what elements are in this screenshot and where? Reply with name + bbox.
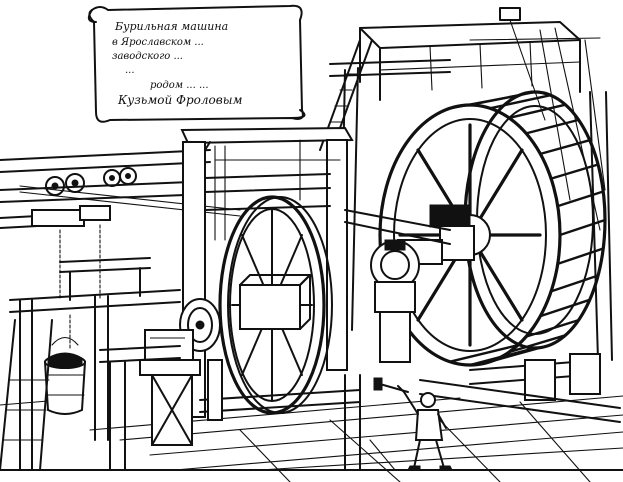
cartouche-line-1: Бурильная машина: [114, 20, 228, 33]
cartouche-line-5: родом ... ...: [150, 80, 209, 91]
wheel-paddle: [489, 94, 551, 110]
back-tower: [319, 7, 606, 331]
wheel-paddle: [489, 343, 551, 363]
cartouche-line-2: в Ярославском ...: [112, 37, 204, 48]
wheel-paddle: [557, 190, 604, 208]
worker-figure: [373, 377, 453, 471]
wheel-paddle: [550, 163, 599, 180]
wheel-paddle: [525, 318, 579, 338]
gear-pinion: [370, 239, 420, 363]
left-well-frame: [0, 224, 181, 471]
cartouche-inscription: Бурильная машина в Ярославском ... завод…: [112, 20, 243, 107]
main-axle: [139, 274, 311, 376]
title-cartouche: Бурильная машина в Ярославском ... завод…: [87, 4, 306, 123]
wheel-trough: [419, 91, 621, 423]
wheel-paddle: [540, 298, 591, 318]
water-wheel: [378, 90, 607, 367]
front-base: [99, 345, 361, 471]
wheel-paddle: [559, 218, 606, 237]
cartouche-line-3: заводского ...: [112, 51, 183, 62]
wheel-paddle: [508, 103, 566, 120]
wheel-paddle: [557, 247, 604, 266]
wheel-paddle: [550, 274, 599, 293]
wheel-paddle: [469, 346, 536, 367]
wheel-paddle: [508, 334, 566, 354]
wheel-paddle: [449, 343, 520, 363]
cartouche-line-4: ...: [125, 65, 135, 76]
wheel-paddle: [525, 118, 579, 135]
cartouche-line-6: Кузьмой Фроловым: [117, 93, 243, 107]
wheel-paddle: [540, 139, 591, 156]
wheel-paddle: [469, 90, 536, 107]
left-beam-assembly: [0, 149, 241, 229]
